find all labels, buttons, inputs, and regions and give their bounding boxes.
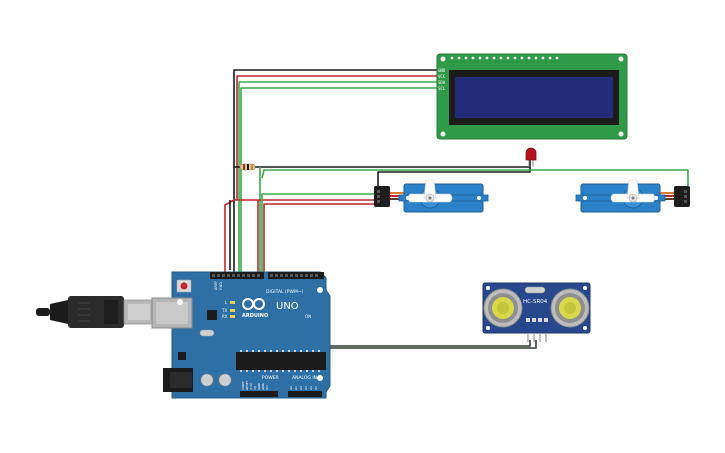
sensor-pin-legs [527,333,547,342]
arduino-uno-board[interactable]: DIGITAL (PWM~) AREF GND L TX RX ON ARDUI… [151,271,331,399]
tx-label: TX [221,308,227,313]
l-label: L [225,300,228,305]
wire-lcd-gnd[interactable] [233,69,440,274]
atmega-chip [236,352,326,370]
lcd-display[interactable]: GND VCC SDA SCL [436,53,628,140]
lcd-pin-sda: SDA [438,80,446,85]
sensor-pins [526,318,548,322]
sensor-crystal [524,286,546,294]
lcd-pin-gnd: GND [438,68,446,73]
svg-text:A5: A5 [314,386,318,390]
wire-sensor-1[interactable] [260,340,531,347]
digital-label: DIGITAL (PWM~) [266,289,304,295]
svg-text:A4: A4 [309,386,313,390]
sensor-transducer-right [550,288,590,328]
svg-text:A3: A3 [304,386,308,390]
resistor[interactable] [239,163,256,171]
svg-text:RESET: RESET [245,380,249,390]
small-ic [178,352,186,360]
lcd-mount-hole [440,131,446,137]
wire-servo1-sig[interactable] [261,193,378,280]
arduino-model: UNO [276,301,299,312]
usb-chip [207,310,217,320]
digital-pin-holes [212,274,318,277]
svg-text:A2: A2 [299,386,303,390]
power-label: POWER [262,375,279,381]
analog-pin-labels: A0 A1 A2 A3 A4 A5 [289,386,318,390]
analog-header[interactable] [288,391,322,397]
lcd-mount-hole [618,56,624,62]
svg-text:GND: GND [257,382,261,390]
servo-motor-1[interactable] [374,179,489,213]
lcd-pin-scl: SCL [438,86,446,91]
svg-text:3.3V: 3.3V [249,382,253,390]
lcd-mount-hole [618,131,624,137]
gnd-label: GND [219,282,223,290]
arduino-brand: ARDUINO [242,313,268,319]
sensor-transducer-left [483,288,523,328]
lcd-header-pins [450,56,559,60]
svg-text:Vin: Vin [265,385,269,390]
lcd-mount-hole [440,56,446,62]
wire-lcd-vcc[interactable] [236,75,440,200]
rx-led [230,315,235,318]
capacitor [218,373,232,387]
sensor-label: HC-SR04 [523,299,548,305]
lcd-pin-vcc: VCC [438,74,446,79]
ultrasonic-sensor[interactable]: HC-SR04 [482,282,591,342]
svg-text:A1: A1 [294,386,298,390]
svg-text:GND: GND [261,382,265,390]
lcd-pin-labels: GND VCC SDA SCL [438,68,446,91]
crystal [199,329,215,337]
svg-text:IOREF: IOREF [241,381,245,390]
power-pin-labels: IOREF RESET 3.3V 5V GND GND Vin [241,380,269,390]
red-led[interactable] [525,147,537,167]
usb-cable[interactable] [36,296,155,328]
servo2-connector[interactable] [674,186,690,207]
power-header[interactable] [240,391,278,397]
wire-lcd-sda[interactable] [238,81,440,274]
on-label: ON [305,314,311,319]
svg-text:A0: A0 [289,386,293,390]
wire-sensor-2[interactable] [318,340,537,349]
l-led [230,301,235,304]
servo1-connector[interactable] [374,186,390,207]
wire-servo1-vcc[interactable] [224,199,378,274]
analog-label: ANALOG IN [292,375,317,381]
tx-led [230,309,235,312]
wire-lcd-scl[interactable] [240,87,440,274]
aref-label: AREF [214,281,218,290]
chip-legs [240,350,320,372]
rx-label: RX [222,314,228,319]
wire-servo2-sig[interactable] [261,169,689,190]
wire-led[interactable] [255,160,531,168]
lcd-screen [455,77,613,118]
capacitor [200,373,214,387]
servo-motor-2[interactable] [575,179,690,213]
svg-text:5V: 5V [253,385,257,390]
arduino-infinity-icon [242,298,265,310]
